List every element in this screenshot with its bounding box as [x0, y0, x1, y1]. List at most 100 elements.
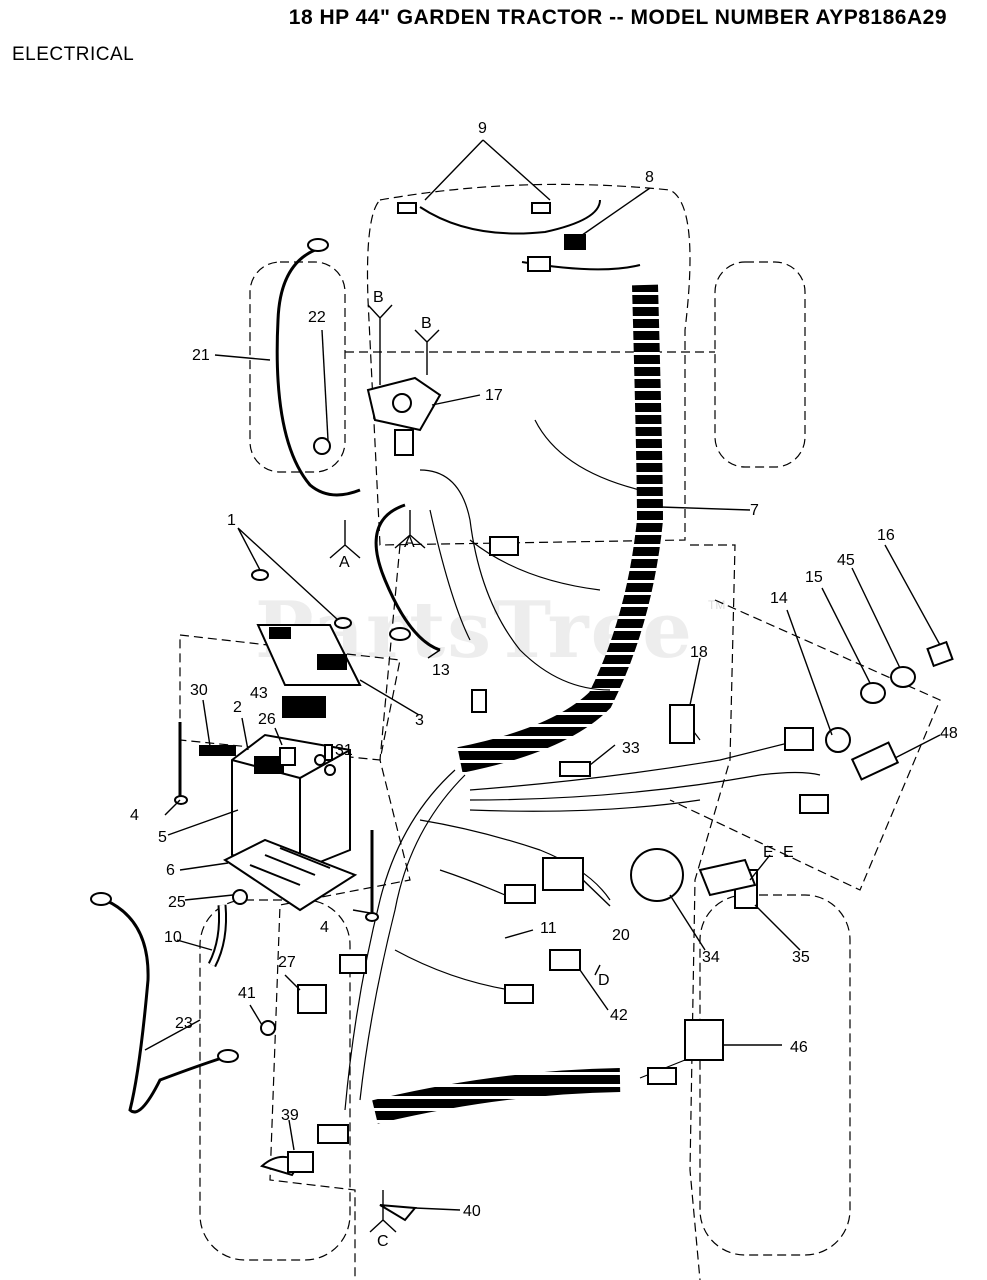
callout-30: 30 [190, 682, 208, 699]
callout-34: 34 [702, 949, 720, 966]
cable-21 [275, 248, 361, 497]
hold-down-bracket [256, 624, 362, 686]
hour-meter-34 [630, 848, 684, 902]
callout-35: 35 [792, 949, 810, 966]
grommet-25 [232, 889, 248, 905]
page-title: 18 HP 44" GARDEN TRACTOR -- MODEL NUMBER… [288, 6, 947, 29]
ground-ref-e: E [783, 844, 794, 861]
connector-c [504, 984, 534, 1004]
connector-33 [559, 761, 591, 777]
ground-ref-c: C [377, 1233, 389, 1250]
watermark-trademark: TM [708, 598, 726, 612]
callout-11: 11 [540, 920, 557, 937]
callout-26: 26 [258, 711, 276, 728]
callout-4: 4 [320, 919, 329, 936]
connector-e [784, 727, 814, 751]
rear-wheel-right [699, 894, 851, 1256]
callout-5: 5 [158, 829, 167, 846]
callout-2: 2 [233, 699, 242, 716]
callout-27: 27 [278, 954, 296, 971]
ground-ref-d: D [598, 972, 610, 989]
cable-23 [104, 898, 223, 1114]
connector-a [489, 536, 519, 556]
plug-10-inner [209, 904, 225, 967]
ground-symbols [329, 304, 601, 1233]
callout-43: 43 [250, 685, 268, 702]
connector-b [504, 884, 536, 904]
interlock-46 [684, 1019, 724, 1061]
fuse-26 [279, 747, 296, 766]
callout-45: 45 [837, 552, 855, 569]
callout-13: 13 [432, 662, 450, 679]
front-wheel-right [714, 261, 806, 468]
callout-14: 14 [770, 590, 788, 607]
battery-tray [223, 838, 358, 912]
ground-ref-b: B [421, 315, 432, 332]
ground-ref-a: A [339, 554, 350, 571]
callout-22: 22 [308, 309, 326, 326]
battery-cover-43 [282, 696, 326, 718]
callout-labels: 1 2 3 4 4 5 6 7 8 9 10 11 13 14 15 16 17… [130, 120, 958, 1220]
fasteners [174, 569, 379, 922]
callout-8: 8 [645, 169, 654, 186]
headlight-harness [397, 199, 641, 272]
callout-41: 41 [238, 985, 256, 1002]
callout-48: 48 [940, 725, 958, 742]
callout-16: 16 [877, 527, 895, 544]
battery-cables [104, 248, 441, 1114]
callout-31: 31 [335, 742, 353, 759]
fuse-31 [324, 744, 333, 761]
callout-3: 3 [415, 712, 424, 729]
rear-harness-conduit [372, 1068, 621, 1124]
callout-21: 21 [192, 347, 210, 364]
ignition-14 [825, 727, 851, 753]
callout-39: 39 [281, 1107, 299, 1124]
ground-ref-b: B [373, 289, 384, 306]
callout-18: 18 [690, 644, 708, 661]
bracket-35 [698, 858, 757, 897]
hood-outline [366, 183, 691, 546]
callout-1: 1 [227, 512, 236, 529]
connector-f [339, 954, 367, 974]
switch-27 [297, 984, 327, 1014]
ground-letters: A A B B C D E E [339, 289, 794, 1250]
callout-9: 9 [478, 120, 487, 137]
callout-17: 17 [485, 387, 503, 404]
callout-23: 23 [175, 1015, 193, 1032]
terminal-39 [287, 1151, 314, 1173]
chassis-outline-right [689, 544, 736, 1280]
fuse-holder-13 [471, 689, 487, 713]
clip-40 [379, 1204, 417, 1222]
diode-42 [549, 949, 581, 971]
starter-solenoid [313, 376, 442, 456]
front-wheel-left [249, 261, 346, 473]
callout-40: 40 [463, 1203, 481, 1220]
callout-33: 33 [622, 740, 640, 757]
callout-15: 15 [805, 569, 823, 586]
bezel-15 [860, 682, 886, 704]
relay-20 [542, 857, 584, 891]
callout-25: 25 [168, 894, 186, 911]
nut-41 [260, 1020, 276, 1036]
light-switch-18 [669, 704, 695, 744]
harness-wires [344, 419, 821, 1111]
rear-wheel-left [199, 899, 351, 1261]
nut-45 [890, 666, 916, 688]
callout-7: 7 [750, 502, 759, 519]
ground-ref-e: E [763, 844, 774, 861]
leader-lines [144, 139, 941, 1211]
callout-6: 6 [166, 862, 175, 879]
ground-ref-a: A [404, 534, 415, 551]
switch-48 [850, 741, 900, 781]
callout-46: 46 [790, 1039, 808, 1056]
section-label: ELECTRICAL [12, 44, 135, 65]
harness-conduit [457, 284, 664, 773]
connector-d [799, 794, 829, 814]
key-16 [926, 640, 954, 668]
callout-4: 4 [130, 807, 139, 824]
components [207, 536, 954, 1222]
callout-10: 10 [164, 929, 182, 946]
connector-rear [647, 1067, 677, 1085]
callout-42: 42 [610, 1007, 628, 1024]
